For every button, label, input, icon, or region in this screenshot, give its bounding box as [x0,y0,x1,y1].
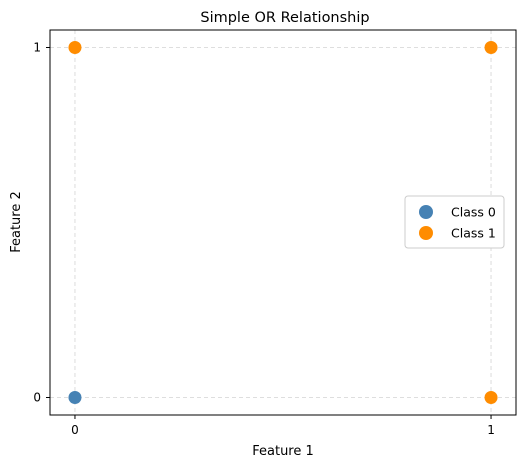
y-tick-label-0: 0 [33,391,41,405]
legend-label-class-1: Class 1 [451,226,496,241]
legend-marker-class-1 [419,226,433,240]
y-axis-label: Feature 2 [9,191,24,253]
x-tick-label-1: 1 [487,423,495,437]
plot-area-frame [49,29,517,416]
axis-ticks: 0 1 0 1 [33,41,494,438]
legend: Class 0 Class 1 [404,195,505,249]
point-class-1-0 [68,41,82,54]
data-points [68,41,498,404]
y-tick-label-1: 1 [33,41,41,55]
legend-marker-class-0 [419,205,433,219]
x-axis-label: Feature 1 [252,444,314,459]
point-class-0-0 [68,391,82,404]
point-class-1-2 [484,41,498,54]
chart-title: Simple OR Relationship [200,10,369,26]
point-class-1-1 [484,391,498,404]
x-tick-label-0: 0 [71,423,79,437]
legend-label-class-0: Class 0 [451,205,496,220]
